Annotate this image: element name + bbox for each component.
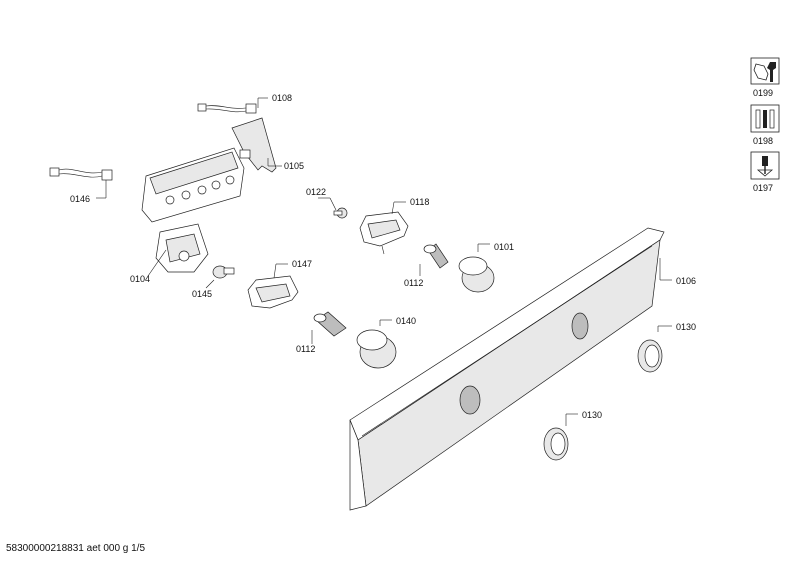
part-0146-wire-harness[interactable] — [49, 167, 113, 199]
tools-set-icon — [755, 109, 775, 129]
label-0140: 0140 — [396, 316, 416, 326]
tool-0197[interactable]: 0197 — [750, 151, 780, 193]
tool-0199[interactable]: 0199 — [750, 57, 780, 98]
label-0147: 0147 — [292, 259, 312, 269]
part-0145-small-knob[interactable] — [205, 265, 235, 289]
part-0140-control-knob[interactable] — [356, 319, 397, 369]
part-0147-switch-bracket[interactable] — [247, 263, 299, 309]
part-0101-control-knob[interactable] — [458, 243, 495, 293]
tool-0198[interactable]: 0198 — [750, 104, 780, 146]
label-0112-upper: 0112 — [404, 278, 423, 288]
document-footer-id: 58300000218831 aet 000 g 1/5 — [6, 543, 146, 554]
tool-label-0197: 0197 — [753, 183, 773, 193]
part-0105-control-board[interactable] — [141, 117, 282, 223]
wrench-screwdriver-icon — [753, 62, 776, 82]
tool-label-0198: 0198 — [753, 136, 773, 146]
label-0101: 0101 — [494, 242, 514, 252]
part-0106-control-panel-fascia[interactable] — [349, 227, 672, 511]
label-0145: 0145 — [192, 289, 212, 299]
label-0130-right: 0130 — [676, 322, 696, 332]
part-0104-selector-switch[interactable] — [147, 223, 209, 277]
part-0130-bezel-ring-right[interactable] — [637, 325, 672, 373]
part-0122-spindle[interactable] — [318, 197, 348, 219]
label-0108: 0108 — [272, 93, 292, 103]
label-0104: 0104 — [130, 274, 150, 284]
label-0118: 0118 — [410, 197, 429, 207]
part-0112-knob-shaft-lower[interactable] — [311, 311, 347, 344]
part-0108-wire-harness[interactable] — [197, 97, 268, 114]
part-0112-knob-shaft-upper[interactable] — [419, 243, 449, 276]
label-0122: 0122 — [306, 187, 326, 197]
label-0130-bottom: 0130 — [582, 410, 602, 420]
part-0130-bezel-ring-bottom[interactable] — [543, 413, 578, 461]
screwdriver-icon — [756, 156, 774, 177]
part-0118-switch-bracket[interactable] — [359, 201, 409, 255]
label-0112-lower: 0112 — [296, 344, 315, 354]
label-0146: 0146 — [70, 194, 90, 204]
tool-label-0199: 0199 — [753, 88, 773, 98]
label-0105: 0105 — [284, 161, 304, 171]
label-0106: 0106 — [676, 276, 696, 286]
